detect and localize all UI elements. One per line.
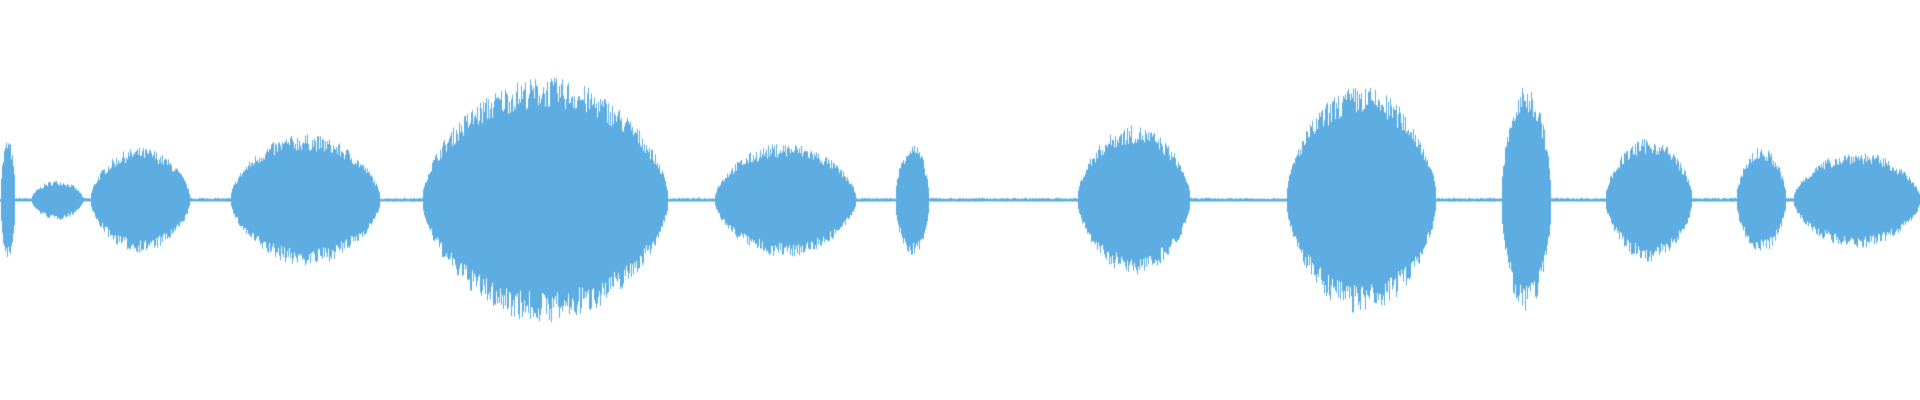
audio-waveform[interactable] <box>0 0 1920 400</box>
